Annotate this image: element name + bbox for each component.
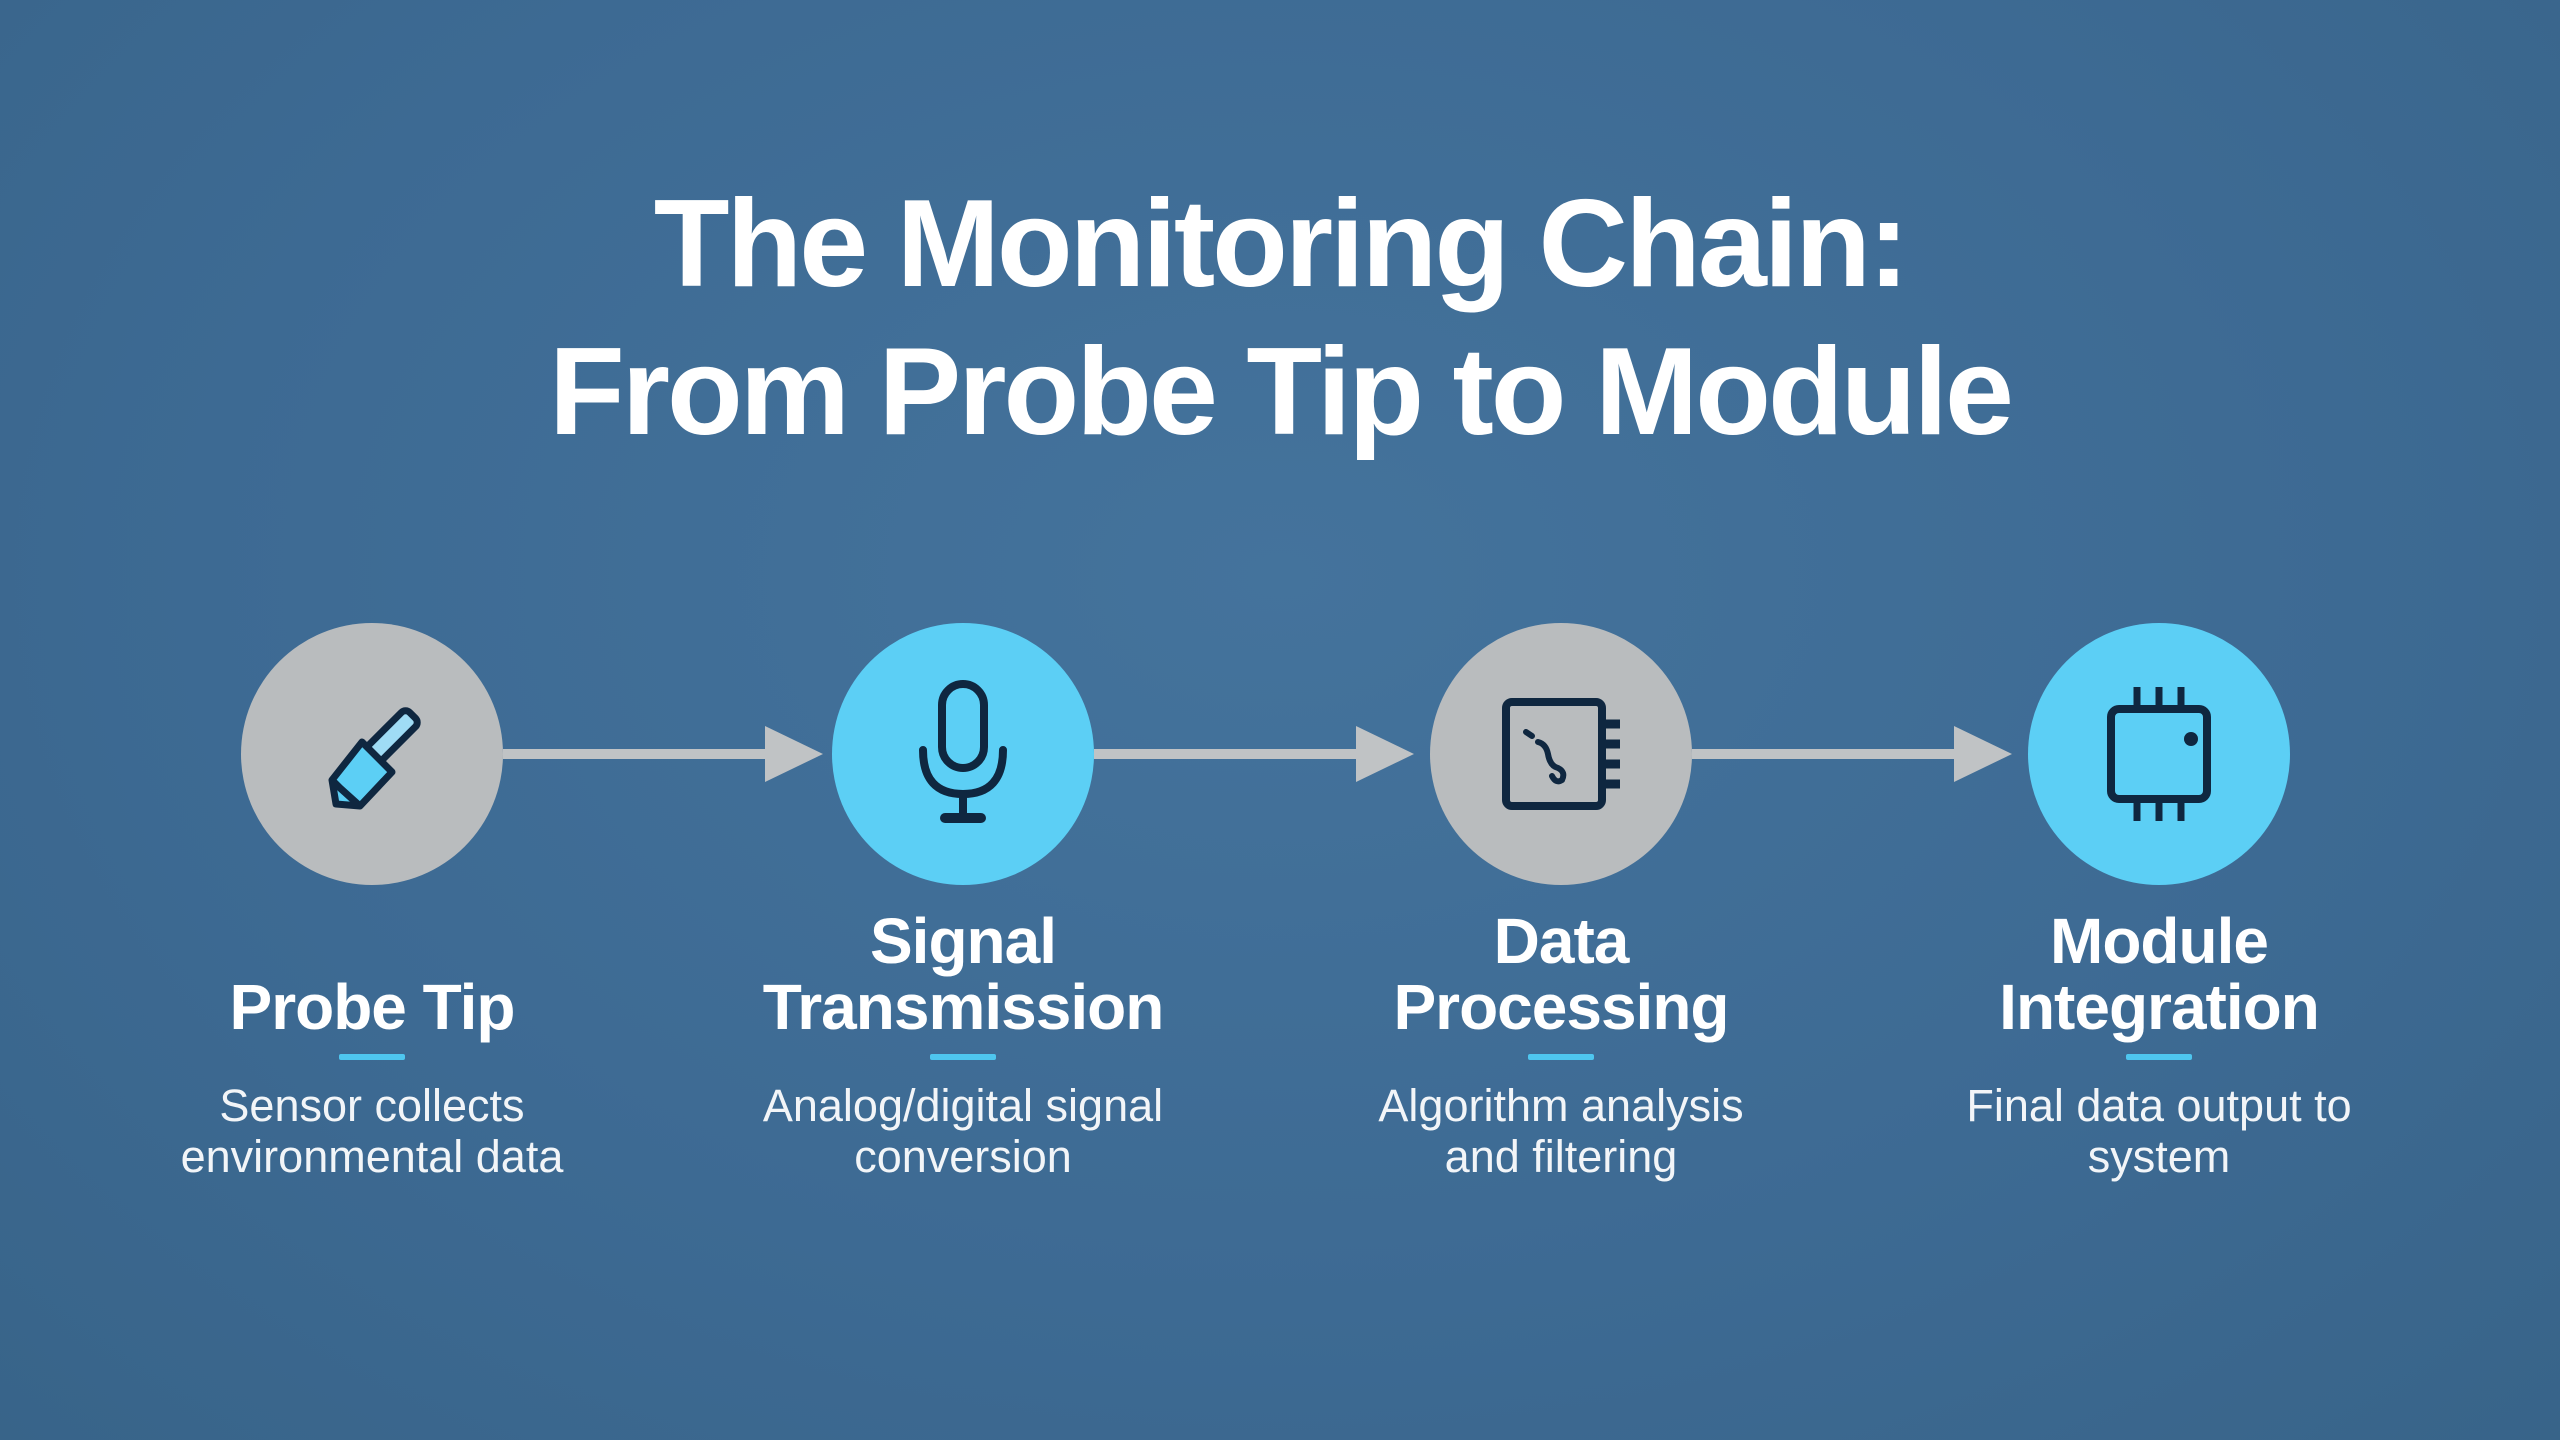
heading-line: Transmission [762,971,1165,1043]
arrow-2-to-3 [1094,724,1416,782]
heading-line: Signal [869,905,1057,977]
desc-line: Algorithm analysis [1378,1080,1744,1131]
microphone-icon [919,680,1007,823]
accent-underline [930,1054,996,1060]
step-heading: Probe Tip [112,974,632,1040]
chip-icon [2107,687,2211,821]
desc-line: environmental data [180,1131,564,1182]
processor-board-icon [1502,698,1620,810]
step-2-circle [832,623,1094,885]
desc-line: Sensor collects [219,1080,525,1131]
step-3-circle [1430,623,1692,885]
accent-underline [2126,1054,2192,1060]
accent-underline [1528,1054,1594,1060]
desc-line: Final data output to [1966,1080,2352,1131]
heading-line: Data [1493,905,1630,977]
desc-line: Analog/digital signal [762,1080,1164,1131]
desc-line: and filtering [1444,1131,1678,1182]
accent-underline [339,1054,405,1060]
heading-line: Probe Tip [229,971,516,1043]
title-line-2: From Probe Tip to Module [549,323,2014,461]
title-line-1: The Monitoring Chain: [653,175,1910,313]
heading-line: Module [2050,905,2269,977]
arrow-1-to-2 [503,724,825,782]
page-title: The Monitoring Chain: From Probe Tip to … [0,170,2560,466]
step-1-circle [241,623,503,885]
desc-line: conversion [854,1131,1072,1182]
heading-line: Processing [1393,971,1729,1043]
probe-icon [328,707,421,810]
desc-line: system [2087,1131,2231,1182]
step-4-circle [2028,623,2290,885]
arrow-3-to-4 [1692,724,2014,782]
heading-line: Integration [1999,971,2320,1043]
